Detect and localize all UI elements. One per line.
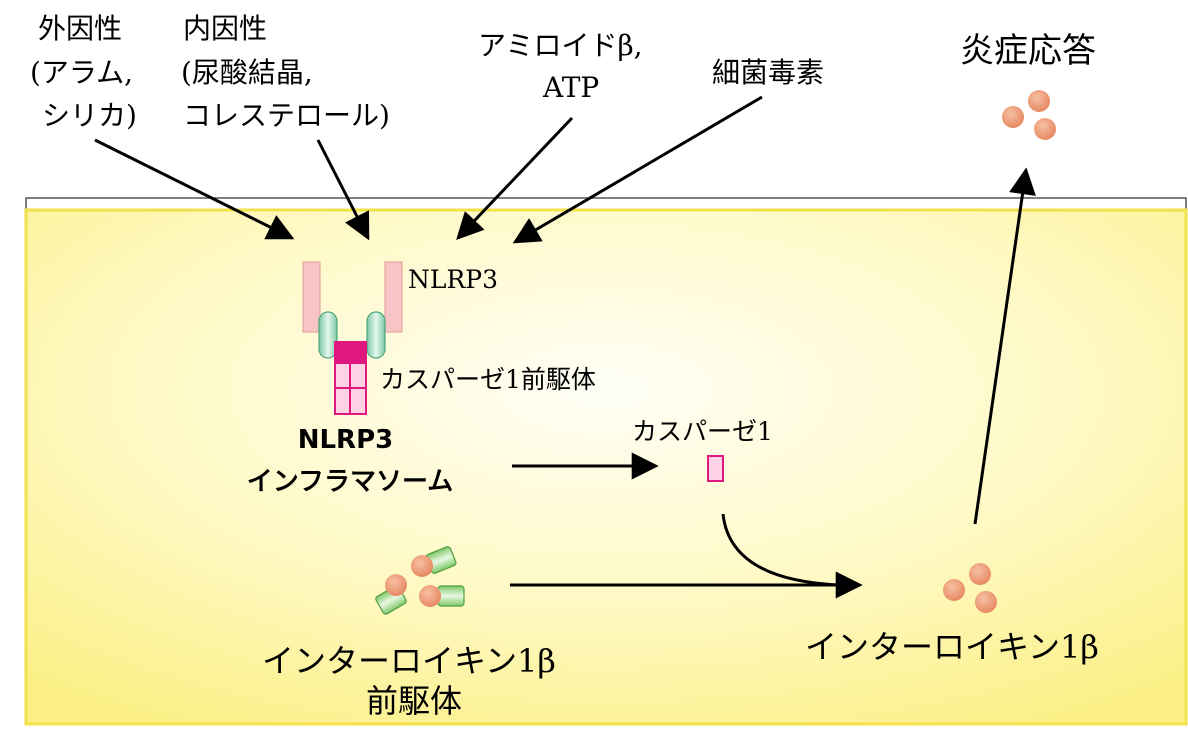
cell-membrane bbox=[25, 197, 1187, 211]
arrow-exogenous bbox=[94, 138, 295, 240]
arrow-endogenous bbox=[316, 139, 370, 241]
nlrp3-right-arm bbox=[384, 261, 403, 333]
inflammasome-label: NLRP3 インフラマソーム bbox=[247, 425, 453, 497]
stimulus-bacterial-toxin: 細菌毒素 bbox=[712, 56, 824, 89]
il1b-cluster bbox=[943, 563, 997, 613]
stimulus-amyloid: アミロイドβ, ATP bbox=[478, 29, 651, 104]
stimulus-endogenous: 内因性 (尿酸結晶, コレステロール) bbox=[181, 12, 390, 132]
il1b-label: インターロイキン1β bbox=[805, 628, 1099, 666]
arrow-caspase-action bbox=[721, 513, 841, 587]
arrow-bacterial-toxin bbox=[512, 95, 763, 244]
stimulus-exogenous: 外因性 (アラム, シリカ) bbox=[30, 12, 142, 132]
secreted-il1b-cluster bbox=[1002, 90, 1056, 140]
adaptor-right bbox=[366, 311, 386, 359]
inflammatory-response-label: 炎症応答 bbox=[960, 31, 1096, 71]
adaptor-left bbox=[318, 311, 338, 359]
caspase1-label: カスパーゼ1 bbox=[632, 417, 773, 446]
nlrp3-label: NLRP3 bbox=[408, 265, 498, 294]
pro-il1b-label: インターロイキン1β 前駆体 bbox=[262, 642, 566, 720]
pro-il1b-cluster bbox=[375, 546, 465, 615]
procaspase1-block bbox=[334, 341, 367, 415]
nlrp3-left-arm bbox=[302, 261, 321, 333]
procaspase1-label: カスパーゼ1前駆体 bbox=[380, 365, 596, 394]
arrow-amyloid bbox=[456, 116, 574, 240]
caspase1-block bbox=[707, 455, 724, 482]
arrow-secretion bbox=[973, 167, 1036, 525]
